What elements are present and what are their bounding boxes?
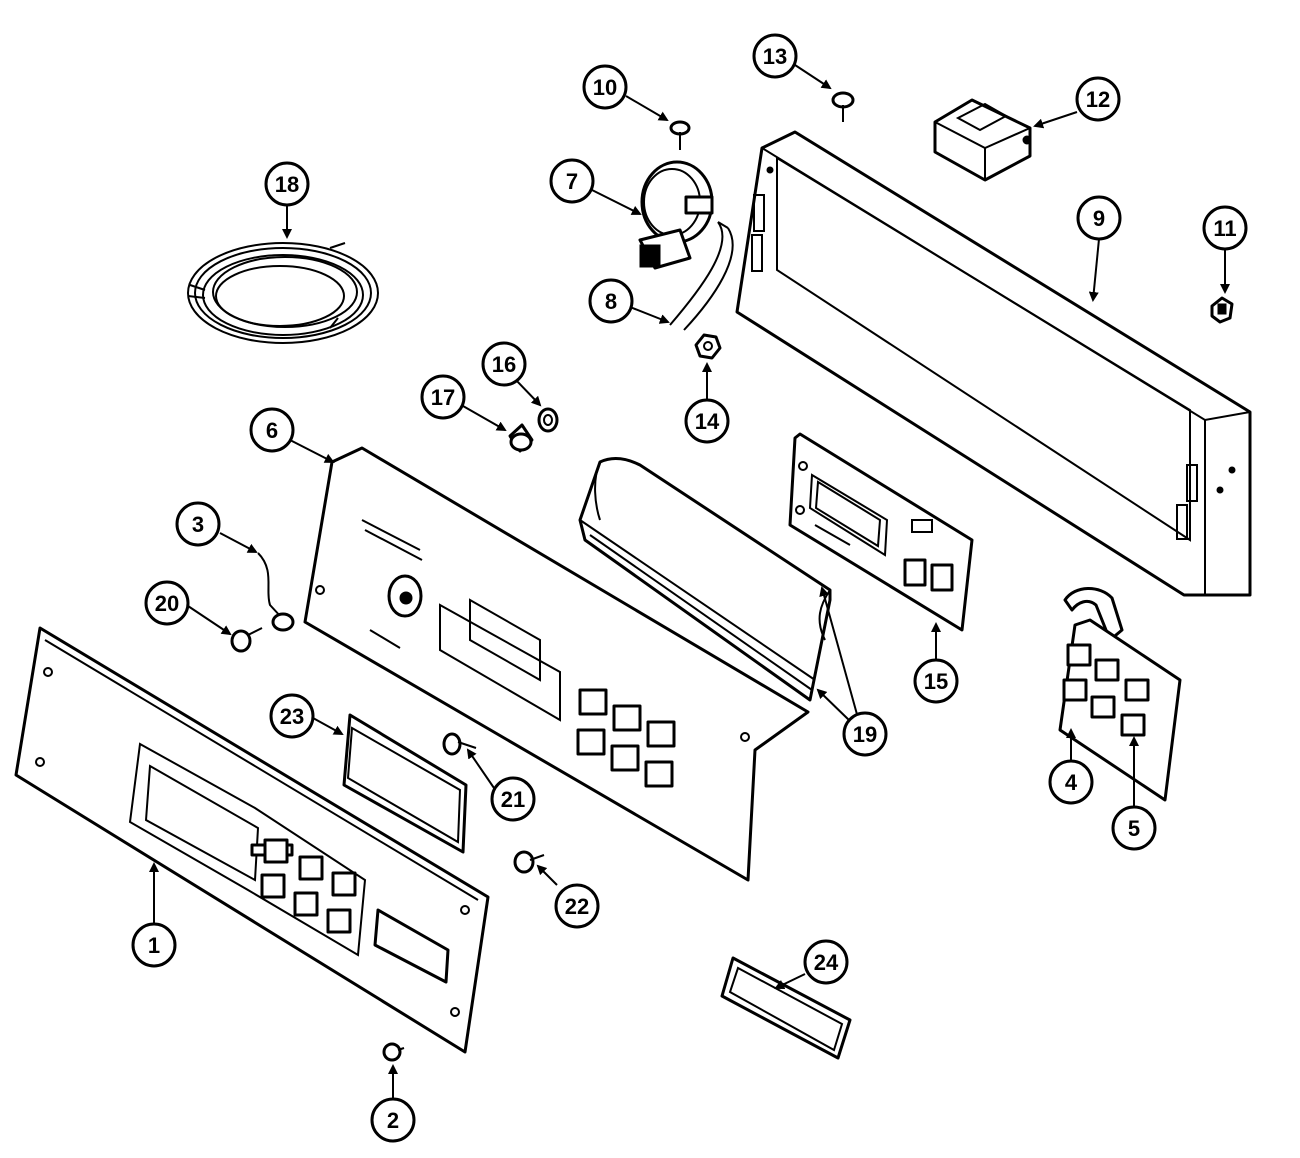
- callout-label-5: 5: [1128, 816, 1140, 841]
- screw-10: [669, 120, 691, 150]
- leader-lines: [149, 64, 1230, 1098]
- callout-1: 1: [131, 922, 177, 968]
- callout-12: 12: [1075, 76, 1121, 122]
- control-board: [788, 432, 974, 632]
- callout-label-15: 15: [924, 669, 948, 694]
- callout-label-4: 4: [1065, 770, 1078, 795]
- display-lens: [342, 713, 468, 854]
- callout-2: 2: [370, 1097, 416, 1143]
- callout-label-12: 12: [1086, 87, 1110, 112]
- keypad-board: [1058, 587, 1182, 802]
- callout-17: 17: [420, 374, 466, 420]
- screw-21: [442, 732, 477, 756]
- callout-label-9: 9: [1093, 206, 1105, 231]
- callout-label-21: 21: [501, 787, 525, 812]
- console-front-panel: [14, 626, 490, 1054]
- bushing-17: [508, 423, 534, 453]
- callout-8: 8: [588, 278, 634, 324]
- callout-label-16: 16: [492, 352, 516, 377]
- callout-3: 3: [175, 501, 221, 547]
- callout-label-18: 18: [275, 172, 299, 197]
- callout-20: 20: [144, 580, 190, 626]
- pressure-switch: [638, 160, 714, 270]
- callout-label-1: 1: [148, 933, 160, 958]
- pressure-hose: [669, 221, 734, 331]
- callout-21: 21: [490, 776, 536, 822]
- callout-label-13: 13: [763, 44, 787, 69]
- callout-label-22: 22: [565, 894, 589, 919]
- screw-13: [831, 91, 855, 122]
- nut-14: [694, 333, 722, 360]
- callout-label-2: 2: [387, 1108, 399, 1133]
- callout-label-11: 11: [1213, 216, 1236, 241]
- callout-6: 6: [249, 407, 295, 453]
- callout-label-14: 14: [695, 409, 720, 434]
- callout-7: 7: [549, 158, 595, 204]
- callout-10: 10: [582, 64, 628, 110]
- console-housing: [735, 130, 1252, 597]
- callout-11: 11: [1202, 205, 1248, 251]
- callout-label-7: 7: [566, 169, 578, 194]
- wire-harness-coil: [187, 242, 379, 344]
- callout-label-20: 20: [155, 591, 179, 616]
- callout-label-6: 6: [266, 418, 278, 443]
- callout-4: 4: [1048, 759, 1094, 805]
- callout-label-8: 8: [605, 289, 617, 314]
- callout-16: 16: [481, 341, 527, 387]
- callout-18: 18: [264, 161, 310, 207]
- callout-24: 24: [803, 939, 849, 985]
- callout-22: 22: [554, 883, 600, 929]
- callout-label-3: 3: [192, 512, 204, 537]
- panel-bracket: [303, 446, 810, 882]
- callout-15: 15: [913, 658, 959, 704]
- callout-label-19: 19: [853, 722, 877, 747]
- callout-9: 9: [1076, 195, 1122, 241]
- screw-2: [382, 1042, 405, 1062]
- callout-label-23: 23: [280, 704, 304, 729]
- washer-16: [537, 407, 559, 433]
- callout-23: 23: [269, 693, 315, 739]
- callout-label-24: 24: [814, 950, 839, 975]
- callout-13: 13: [752, 33, 798, 79]
- ground-wire: [257, 552, 295, 632]
- callout-19: 19: [842, 711, 888, 757]
- callout-5: 5: [1111, 805, 1157, 851]
- screw-20: [230, 627, 263, 653]
- label-strip: [720, 956, 852, 1060]
- callout-label-10: 10: [593, 75, 617, 100]
- relay-block: [933, 98, 1032, 182]
- callout-label-17: 17: [431, 385, 455, 410]
- clip-11: [1210, 296, 1234, 324]
- callout-14: 14: [684, 398, 730, 444]
- screw-22: [513, 850, 545, 874]
